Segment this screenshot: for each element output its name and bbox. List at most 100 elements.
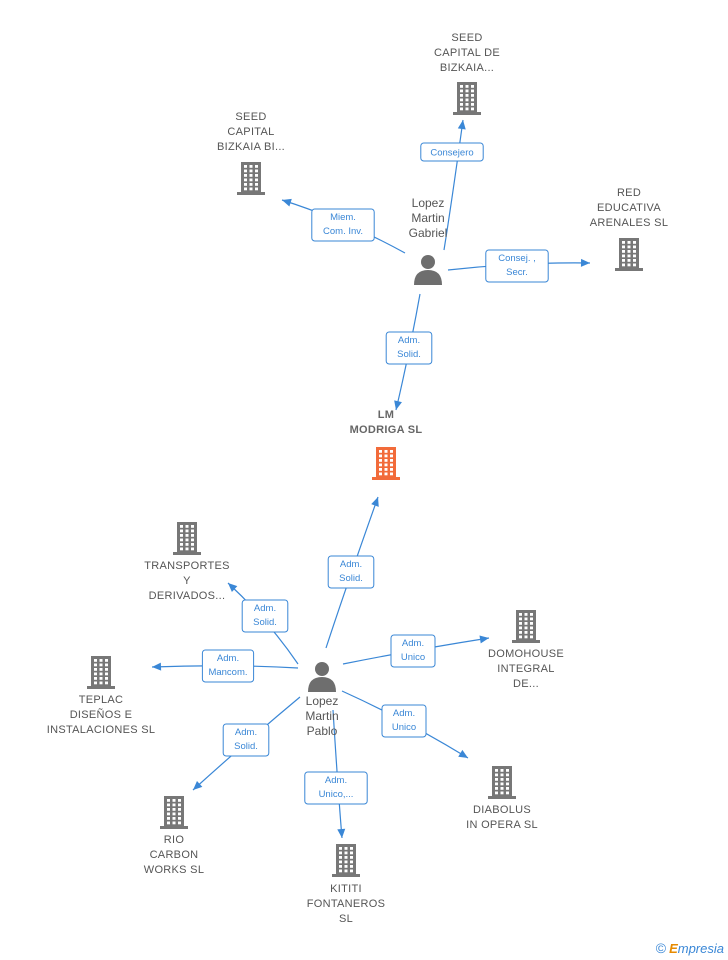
- relation-badge[interactable]: Adm. Solid.: [385, 331, 433, 365]
- node-red[interactable]: RED EDUCATIVA ARENALES SL: [590, 187, 669, 271]
- building-icon[interactable]: [372, 447, 400, 480]
- relation-badge[interactable]: Adm. Mancom.: [201, 649, 255, 683]
- arrow-head-icon: [193, 780, 203, 790]
- node-label: TRANSPORTES: [144, 560, 230, 572]
- arrow-head-icon: [282, 198, 292, 207]
- relation-label: Solid.: [397, 349, 421, 360]
- relation-label: Adm.: [402, 638, 424, 649]
- relation-label: Consejero: [430, 148, 473, 159]
- relation-label: Mancom.: [208, 667, 247, 678]
- relation-label: Adm.: [217, 653, 239, 664]
- relation-label: Adm.: [254, 603, 276, 614]
- relation-label: Solid.: [253, 617, 277, 628]
- relation-label: Unico,...: [319, 789, 354, 800]
- node-domo[interactable]: DOMOHOUSE INTEGRAL DE...: [488, 610, 564, 690]
- footer-brand[interactable]: ©Empresia: [656, 940, 724, 956]
- relation-label: Adm.: [325, 775, 347, 786]
- relation-label: Unico: [392, 722, 416, 733]
- node-label: BIZKAIA BI...: [217, 141, 285, 153]
- relation-label: Adm.: [340, 559, 362, 570]
- relation-badge[interactable]: Adm. Unico: [381, 704, 427, 738]
- building-icon[interactable]: [87, 656, 115, 689]
- node-label: Gabriel: [409, 226, 448, 240]
- node-lm[interactable]: LM MODRIGA SL: [350, 409, 423, 480]
- building-icon[interactable]: [453, 82, 481, 115]
- node-label: RIO: [164, 834, 185, 846]
- node-label: WORKS SL: [144, 864, 204, 876]
- person-icon[interactable]: [308, 662, 336, 692]
- node-label: DISEÑOS E: [70, 708, 133, 721]
- node-label: TEPLAC: [79, 694, 124, 706]
- arrow-head-icon: [580, 258, 590, 267]
- relation-badge[interactable]: Consejero: [420, 142, 484, 162]
- node-label: Lopez: [412, 196, 445, 210]
- arrow-head-icon: [152, 662, 162, 671]
- node-teplac[interactable]: TEPLAC DISEÑOS E INSTALACIONES SL: [47, 656, 156, 736]
- node-label: INTEGRAL: [497, 663, 554, 675]
- node-label: Y: [183, 575, 191, 587]
- node-label: DERIVADOS...: [149, 590, 226, 602]
- copyright-icon: ©: [655, 940, 667, 956]
- building-icon[interactable]: [615, 238, 643, 271]
- node-label: IN OPERA SL: [466, 819, 538, 831]
- node-rio[interactable]: RIO CARBON WORKS SL: [144, 796, 204, 876]
- edge-lmg-seed1: [443, 119, 466, 251]
- relation-label: Adm.: [235, 727, 257, 738]
- node-label: DOMOHOUSE: [488, 648, 564, 660]
- node-label: LM: [378, 409, 394, 421]
- building-icon[interactable]: [237, 162, 265, 195]
- node-label: Pablo: [307, 724, 338, 738]
- node-label: SEED: [451, 32, 482, 44]
- node-label: ARENALES SL: [590, 217, 669, 229]
- relation-label: Adm.: [393, 708, 415, 719]
- node-label: CAPITAL DE: [434, 47, 500, 59]
- node-label: Martin: [305, 709, 338, 723]
- node-label: SL: [339, 913, 353, 925]
- building-icon[interactable]: [173, 522, 201, 555]
- node-label: DE...: [513, 678, 539, 690]
- edge-line: [443, 119, 464, 251]
- relation-label: Solid.: [234, 741, 258, 752]
- node-label: MODRIGA SL: [350, 424, 423, 436]
- node-label: RED: [617, 187, 641, 199]
- node-label: CAPITAL: [227, 126, 274, 138]
- building-icon[interactable]: [160, 796, 188, 829]
- building-icon[interactable]: [512, 610, 540, 643]
- relation-label: Unico: [401, 652, 425, 663]
- relation-badge[interactable]: Adm.Solid.: [327, 555, 375, 589]
- node-label: CARBON: [150, 849, 199, 861]
- node-label: SEED: [235, 111, 266, 123]
- arrow-head-icon: [458, 749, 468, 758]
- arrow-head-icon: [337, 828, 346, 838]
- node-label: INSTALACIONES SL: [47, 724, 156, 736]
- node-label: KITITI: [330, 883, 362, 895]
- arrow-head-icon: [457, 120, 466, 130]
- relation-badge[interactable]: Miem. Com. Inv.: [311, 208, 375, 242]
- relation-label: Miem.: [330, 212, 356, 223]
- relation-badge[interactable]: Consej. ,Secr.: [485, 249, 549, 283]
- relation-label: Secr.: [506, 267, 528, 278]
- building-icon[interactable]: [488, 766, 516, 799]
- arrow-head-icon: [371, 497, 379, 507]
- relation-badge[interactable]: Adm. Unico,...: [304, 771, 368, 805]
- arrow-head-icon: [228, 583, 238, 593]
- relation-badge[interactable]: Adm. Solid.: [241, 599, 289, 633]
- building-icon[interactable]: [332, 844, 360, 877]
- node-label: Martin: [411, 211, 444, 225]
- node-label: EDUCATIVA: [597, 202, 661, 214]
- node-trans[interactable]: TRANSPORTES Y DERIVADOS...: [144, 522, 230, 602]
- relation-badge[interactable]: Adm. Unico: [390, 634, 436, 668]
- node-seed2[interactable]: SEED CAPITAL BIZKAIA BI...: [217, 111, 285, 195]
- relation-badge[interactable]: Adm. Solid.: [222, 723, 270, 757]
- node-label: Lopez: [306, 694, 339, 708]
- relation-label: Com. Inv.: [323, 226, 363, 237]
- relation-label: Adm.: [398, 335, 420, 346]
- person-icon[interactable]: [414, 255, 442, 285]
